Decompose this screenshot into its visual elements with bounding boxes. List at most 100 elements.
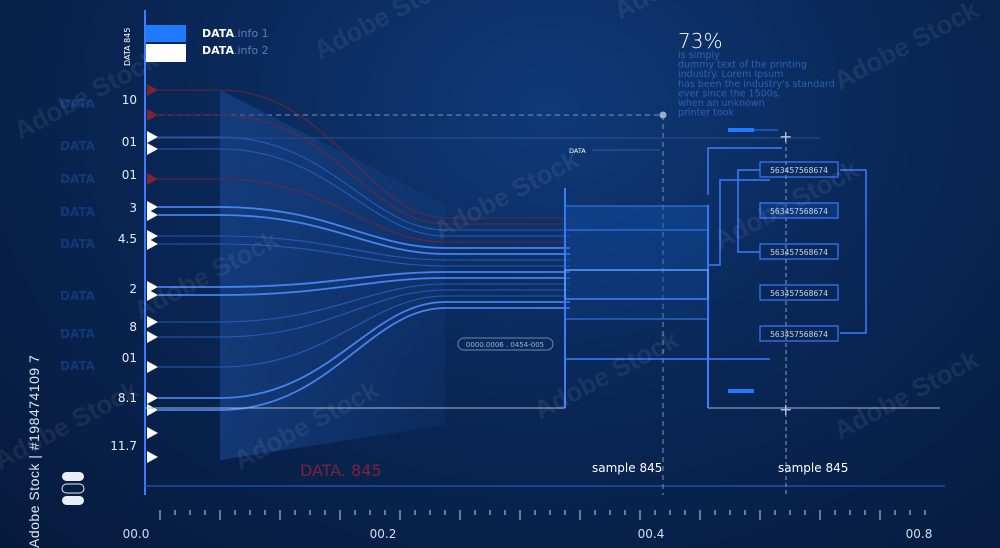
watermark-text: Adobe Stock [309,0,464,65]
data-block-2 [564,229,709,271]
marker-triangle [147,427,158,439]
flow-line [158,243,570,267]
marker-triangle [147,451,158,463]
watermark-text: Adobe Stock [829,0,984,95]
flow-line [158,136,570,231]
watermark-text: Adobe Stock [829,344,984,445]
code-pill-text: 0000.0006 . 0454-005 [466,341,544,349]
id-box [759,284,839,301]
y-label: 01 [122,351,137,365]
data-block-4 [564,298,709,320]
x-tick-label-1: 00.2 [370,527,397,541]
data-small-label: DATA [569,147,586,155]
id-box [759,202,839,219]
flow-lines [158,89,570,411]
id-box [759,325,839,342]
flow-line [158,283,570,323]
legend-label-1-bold: DATA [202,27,234,40]
y-label: 01 [122,135,137,149]
ghost-label: DATA [60,237,96,251]
guide-node [659,111,667,119]
marker-triangle [147,404,158,416]
flow-line [158,206,570,249]
flow-line [158,89,570,219]
lorem-line: industry. Lorem Ipsum [678,69,783,80]
flow-line [158,114,570,225]
lorem-line: when an unknown [678,98,765,109]
watermark-text: Adobe Stock [529,324,684,425]
id-box-list: 563457568674 563457568674 563457568674 5634… [759,161,839,342]
y-label: 8.1 [118,391,137,405]
id-box-text: 563457568674 [770,289,828,298]
x-axis-ticks [159,510,926,520]
watermark-text: Adobe Stock [609,0,764,25]
id-box-text: 563457568674 [770,207,828,216]
marker-triangle [147,316,158,328]
flow-line [158,235,570,261]
ghost-label: DATA [60,205,96,219]
funnel-band [220,90,445,460]
svg-text:DATA.info 1: DATA.info 1 [202,27,269,40]
id-box-text: 563457568674 [770,248,828,257]
x-tick-label-2: 00.4 [638,527,665,541]
ghost-label: DATA [60,97,96,111]
ghost-label: DATA [60,172,96,186]
marker-triangle [147,173,158,185]
marker-triangle [147,84,158,96]
legend-swatch-1 [146,25,186,42]
flow-line [158,214,570,255]
svg-text:DATA.info 2: DATA.info 2 [202,44,269,57]
id-box-text: 563457568674 [770,330,828,339]
x-tick-label-3: 00.8 [906,527,933,541]
legend-label-2-bold: DATA [202,44,234,57]
red-data-label: DATA. 845 [300,461,382,480]
marker-triangle [147,230,158,242]
y-label: 10 [122,93,137,107]
flow-line [158,277,570,296]
lorem-line: is simply [678,50,720,61]
data-block-3 [564,269,709,300]
sample-label-1: sample 845 [592,461,662,475]
marker-triangle [147,201,158,213]
code-pill [457,337,554,351]
legend-label-1-rest: .info 1 [234,27,269,40]
flow-line [158,271,570,288]
marker-triangle [147,131,158,143]
lorem-line: has been the industry's standard [678,79,835,90]
marker-triangle [147,361,158,373]
blue-tick-bottom [728,389,754,393]
bracket-inner [708,179,770,266]
marker-triangle [147,281,158,293]
blue-tick-top [728,128,754,132]
marker-triangle [147,331,158,343]
y-label: 2 [129,282,137,296]
flow-line [158,295,570,368]
y-label: 3 [129,201,137,215]
ghost-label: DATA [60,359,96,373]
toggle-pills-icon [61,472,85,505]
y-label: 8 [129,320,137,334]
id-box [759,243,839,260]
id-box [759,161,839,178]
marker-triangle [147,209,158,221]
watermark-text: Adobe Stock [9,44,164,145]
id-box-text: 563457568674 [770,166,828,175]
y-markers [147,84,158,463]
marker-triangle [147,143,158,155]
ghost-label: DATA [60,139,96,153]
flow-line [158,307,570,411]
ghost-label: DATA [60,327,96,341]
legend-swatch-2 [146,44,186,62]
marker-triangle [147,109,158,121]
lorem-line: dummy text of the printing [678,60,807,71]
plus-icon-top: + [779,127,792,146]
percent-readout: 73% [678,29,722,53]
legend-label-2-rest: .info 2 [234,44,269,57]
watermark-text: Adobe Stock [0,374,144,475]
bracket-top [707,147,782,195]
stock-id-vertical: Adobe Stock | #198474109 7 [26,354,42,548]
